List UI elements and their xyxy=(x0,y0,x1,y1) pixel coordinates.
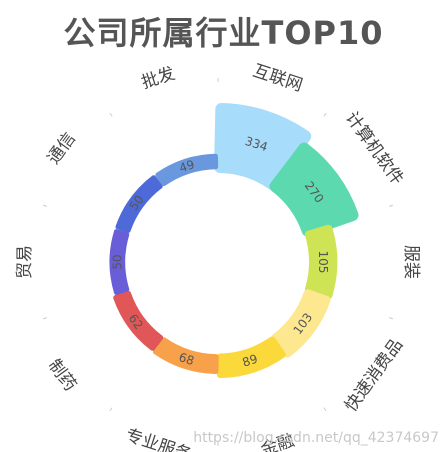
bar-贸易[interactable] xyxy=(109,229,130,295)
value-label: 50 xyxy=(110,254,124,269)
angle-tick xyxy=(109,112,113,117)
angle-tick xyxy=(323,407,327,412)
angle-tick xyxy=(42,317,47,320)
bar-服装[interactable] xyxy=(304,224,338,300)
bar-通信[interactable] xyxy=(115,175,163,233)
angle-tick xyxy=(389,204,394,207)
bar-快速消费品[interactable] xyxy=(271,289,331,358)
bar-金融[interactable] xyxy=(216,336,286,379)
bar-制药[interactable] xyxy=(113,290,164,351)
category-label: 快速消费品 xyxy=(341,335,407,416)
category-label: 专业服务 xyxy=(123,426,194,452)
bar-计算机软件[interactable] xyxy=(269,142,359,237)
category-label: 通信 xyxy=(44,129,80,168)
bar-批发[interactable] xyxy=(155,153,219,187)
angle-tick xyxy=(109,407,113,412)
bar-专业服务[interactable] xyxy=(152,337,219,375)
chart-title: 公司所属行业TOP10 xyxy=(63,14,384,52)
value-label: 334 xyxy=(243,134,269,154)
category-label: 制药 xyxy=(44,356,80,395)
value-label: 68 xyxy=(177,350,196,368)
watermark: https://blog.csdn.net/qq_42374697 xyxy=(193,430,439,446)
category-label: 计算机软件 xyxy=(341,108,407,189)
category-label: 贸易 xyxy=(15,245,35,279)
value-label: 89 xyxy=(241,352,260,370)
angle-tick xyxy=(323,112,327,117)
value-label: 49 xyxy=(178,157,197,175)
angle-tick xyxy=(389,317,394,320)
category-label: 批发 xyxy=(139,64,178,94)
bar-互联网[interactable] xyxy=(214,103,312,190)
value-label: 105 xyxy=(316,251,330,274)
category-label: 互联网 xyxy=(250,61,305,96)
category-label: 服装 xyxy=(401,245,421,279)
angle-tick xyxy=(42,204,47,207)
